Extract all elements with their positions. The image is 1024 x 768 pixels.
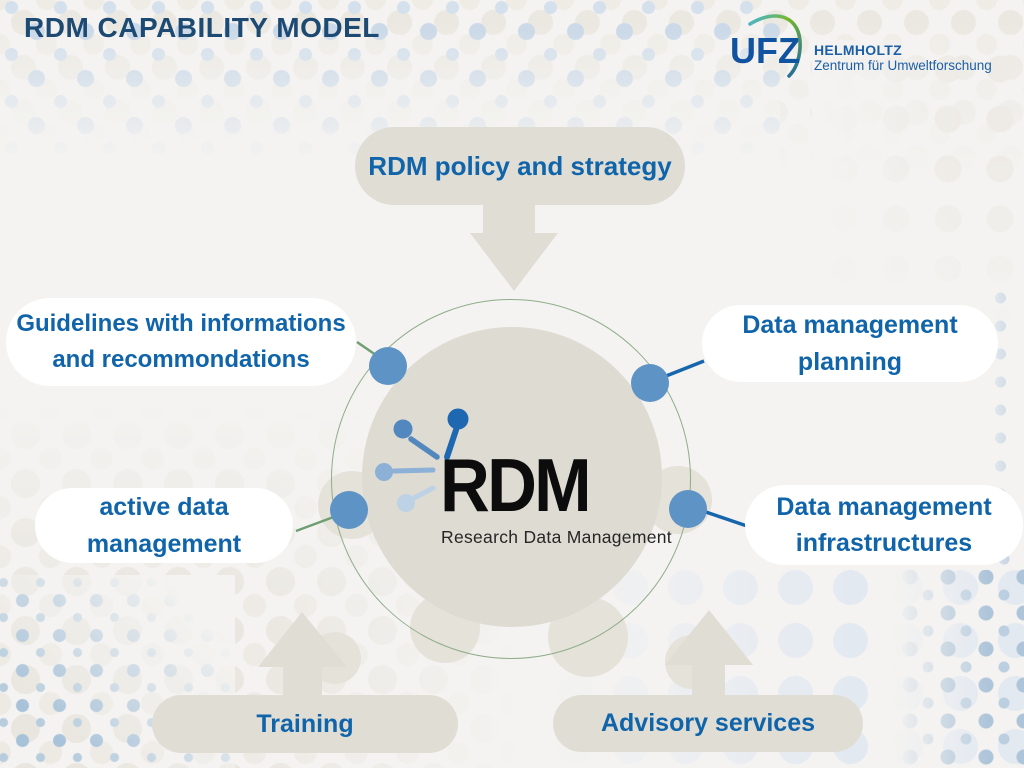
connector-dot — [330, 491, 368, 529]
node-advisory-label: Advisory services — [600, 709, 816, 737]
node-advisory: Advisory services — [553, 695, 863, 752]
helmholtz-subtitle: Zentrum für Umweltforschung — [814, 58, 992, 74]
node-active-line1: active data — [99, 493, 229, 522]
node-infra-line2: infrastructures — [795, 529, 973, 557]
node-active-line2: management — [86, 529, 242, 558]
node-guidelines-line2: and recommondations — [52, 346, 310, 373]
node-training-label: Training — [256, 709, 354, 738]
node-guidelines: Guidelines with informations and recommo… — [6, 298, 356, 386]
helmholtz-name: HELMHOLTZ — [814, 42, 902, 59]
connector-dot — [631, 364, 669, 402]
node-policy-label: RDM policy and strategy — [368, 150, 672, 181]
connector-dot — [669, 490, 707, 528]
arrow-up-icon — [665, 610, 753, 697]
node-planning-line2: planning — [797, 347, 903, 376]
node-policy: RDM policy and strategy — [355, 127, 685, 205]
rdm-logo-text: RDM — [440, 443, 592, 527]
rdm-logo-caption: Research Data Management — [441, 527, 672, 547]
node-planning: Data management planning — [702, 305, 998, 382]
page-title: RDM CAPABILITY MODEL — [24, 12, 380, 43]
arrow-up-icon — [258, 612, 347, 697]
node-planning-line1: Data management — [742, 311, 958, 340]
arrow-down-icon — [470, 205, 558, 291]
node-training: Training — [152, 695, 458, 753]
ufz-helmholtz-logo: UFZ HELMHOLTZ Zentrum für Umweltforschun… — [716, 12, 992, 82]
helmholtz-text-block: HELMHOLTZ Zentrum für Umweltforschung — [814, 20, 992, 74]
node-infra-line1: Data management — [776, 492, 992, 521]
ufz-logo-mark: UFZ — [730, 14, 802, 78]
node-guidelines-line1: Guidelines with informations — [16, 310, 346, 337]
node-active-data: active data management — [35, 488, 293, 563]
connector-dot — [369, 347, 407, 385]
ufz-acronym: UFZ — [730, 30, 800, 71]
node-infrastructures: Data management infrastructures — [745, 485, 1023, 565]
